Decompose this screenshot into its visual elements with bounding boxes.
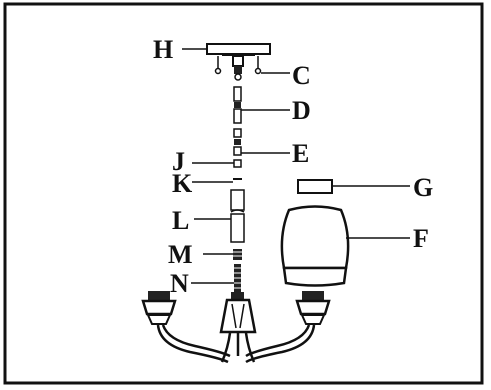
center-body — [219, 292, 257, 334]
part-g-ring — [297, 179, 333, 194]
hook-right — [254, 56, 262, 75]
label-f: F — [413, 224, 429, 253]
label-k: K — [172, 169, 193, 198]
right-cup — [295, 291, 331, 325]
leader-lines — [182, 48, 410, 284]
label-n: N — [170, 269, 189, 298]
part-m-nut — [233, 249, 242, 260]
label-d: D — [292, 96, 311, 125]
diagram-frame — [3, 2, 484, 385]
part-f-glass-shade — [280, 205, 350, 287]
arms — [156, 324, 316, 364]
part-k-washer — [233, 178, 242, 180]
label-h: H — [153, 35, 173, 64]
center-hook-nut — [232, 55, 244, 81]
label-g: G — [413, 173, 433, 202]
down-rod-e — [233, 128, 242, 156]
label-l: L — [172, 206, 189, 235]
part-j-connector — [233, 159, 242, 168]
down-rod-d — [233, 86, 242, 124]
part-n-threaded-rod — [234, 264, 241, 292]
left-cup — [141, 291, 177, 325]
label-e: E — [292, 139, 309, 168]
canopy-plate — [206, 43, 271, 56]
part-l-tube — [230, 189, 245, 243]
label-c: C — [292, 61, 311, 90]
label-m: M — [168, 240, 193, 269]
label-j: J — [172, 147, 185, 176]
hook-left — [214, 56, 222, 75]
